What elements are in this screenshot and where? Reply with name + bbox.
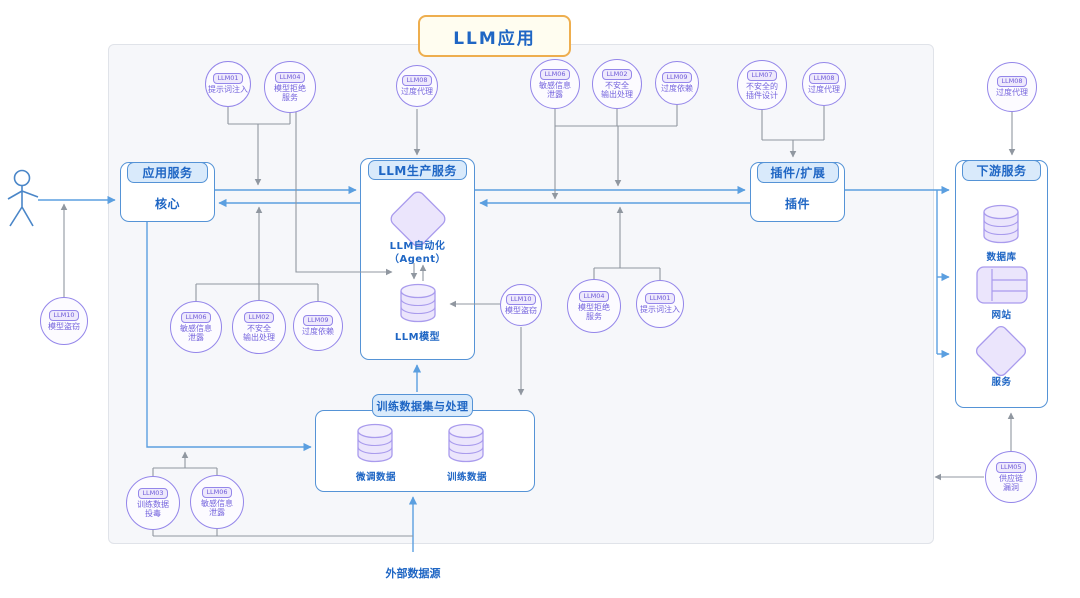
app-service-body-label: 核心 bbox=[154, 197, 180, 211]
risk-label: 提示词注入 bbox=[208, 85, 248, 95]
risk-label: 过度依赖 bbox=[302, 327, 334, 337]
risk-label: 敏感信息 泄露 bbox=[201, 498, 233, 518]
risk-label: 训练数据 投毒 bbox=[137, 499, 169, 519]
risk-badge: LLM06 bbox=[181, 311, 211, 323]
risk-label: 过度代理 bbox=[996, 88, 1028, 98]
agent-label-line1: LLM自动化 bbox=[389, 241, 446, 252]
risk-badge: LLM04 bbox=[579, 290, 609, 302]
service-label: 服务 bbox=[991, 377, 1012, 388]
risk-badge: LLM08 bbox=[402, 75, 432, 87]
agent-label-line2: （Agent） bbox=[388, 254, 447, 265]
risk-label: 模型拒绝 服务 bbox=[274, 83, 306, 103]
training-node[interactable] bbox=[315, 410, 535, 492]
risk-badge: LLM03 bbox=[138, 487, 168, 499]
risk-badge: LLM08 bbox=[809, 73, 839, 85]
risk-badge: LLM01 bbox=[213, 73, 243, 85]
plugin-header: 插件/扩展 bbox=[757, 162, 839, 183]
risk-badge: LLM10 bbox=[506, 294, 536, 306]
training-header: 训练数据集与处理 bbox=[372, 394, 473, 417]
diagram-title: LLM应用 bbox=[418, 15, 571, 57]
risk-badge: LLM07 bbox=[747, 69, 777, 81]
website-label: 网站 bbox=[991, 310, 1012, 321]
external-source-label: 外部数据源 bbox=[385, 567, 441, 580]
risk-label: 过度依赖 bbox=[661, 84, 693, 94]
risk-label: 敏感信息 泄露 bbox=[539, 80, 571, 100]
risk-badge: LLM06 bbox=[540, 68, 570, 80]
risk-badge: LLM01 bbox=[645, 293, 675, 305]
risk-badge: LLM02 bbox=[602, 68, 632, 80]
training-data-label: 训练数据 bbox=[446, 472, 487, 483]
risk-label: 供应链 漏洞 bbox=[999, 473, 1023, 493]
risk-label: 过度代理 bbox=[808, 85, 840, 95]
database-label: 数据库 bbox=[986, 252, 1017, 263]
risk-badge: LLM05 bbox=[996, 461, 1026, 473]
risk-badge: LLM02 bbox=[244, 311, 274, 323]
llm-model-label: LLM模型 bbox=[394, 332, 441, 343]
risk-label: 模型盗窃 bbox=[505, 306, 537, 316]
risk-label: 敏感信息 泄露 bbox=[180, 323, 212, 343]
risk-label: 模型盗窃 bbox=[48, 322, 80, 332]
plugin-body-label: 插件 bbox=[784, 197, 810, 211]
risk-label: 提示词注入 bbox=[640, 305, 680, 315]
risk-badge: LLM09 bbox=[662, 72, 692, 84]
finetune-data-label: 微调数据 bbox=[355, 472, 396, 483]
risk-badge: LLM08 bbox=[997, 76, 1027, 88]
actor-icon bbox=[7, 169, 39, 227]
app-service-header: 应用服务 bbox=[127, 162, 208, 183]
risk-label: 模型拒绝 服务 bbox=[578, 302, 610, 322]
risk-badge: LLM09 bbox=[303, 315, 333, 327]
downstream-header: 下游服务 bbox=[962, 160, 1041, 181]
risk-badge: LLM10 bbox=[49, 310, 79, 322]
risk-badge: LLM04 bbox=[275, 71, 305, 83]
risk-label: 不安全的 插件设计 bbox=[746, 81, 778, 101]
llm-production-header: LLM生产服务 bbox=[368, 160, 467, 180]
risk-label: 过度代理 bbox=[401, 87, 433, 97]
risk-badge: LLM06 bbox=[202, 486, 232, 498]
risk-label: 不安全 输出处理 bbox=[601, 80, 633, 100]
downstream-node[interactable] bbox=[955, 160, 1048, 408]
risk-label: 不安全 输出处理 bbox=[243, 323, 275, 343]
